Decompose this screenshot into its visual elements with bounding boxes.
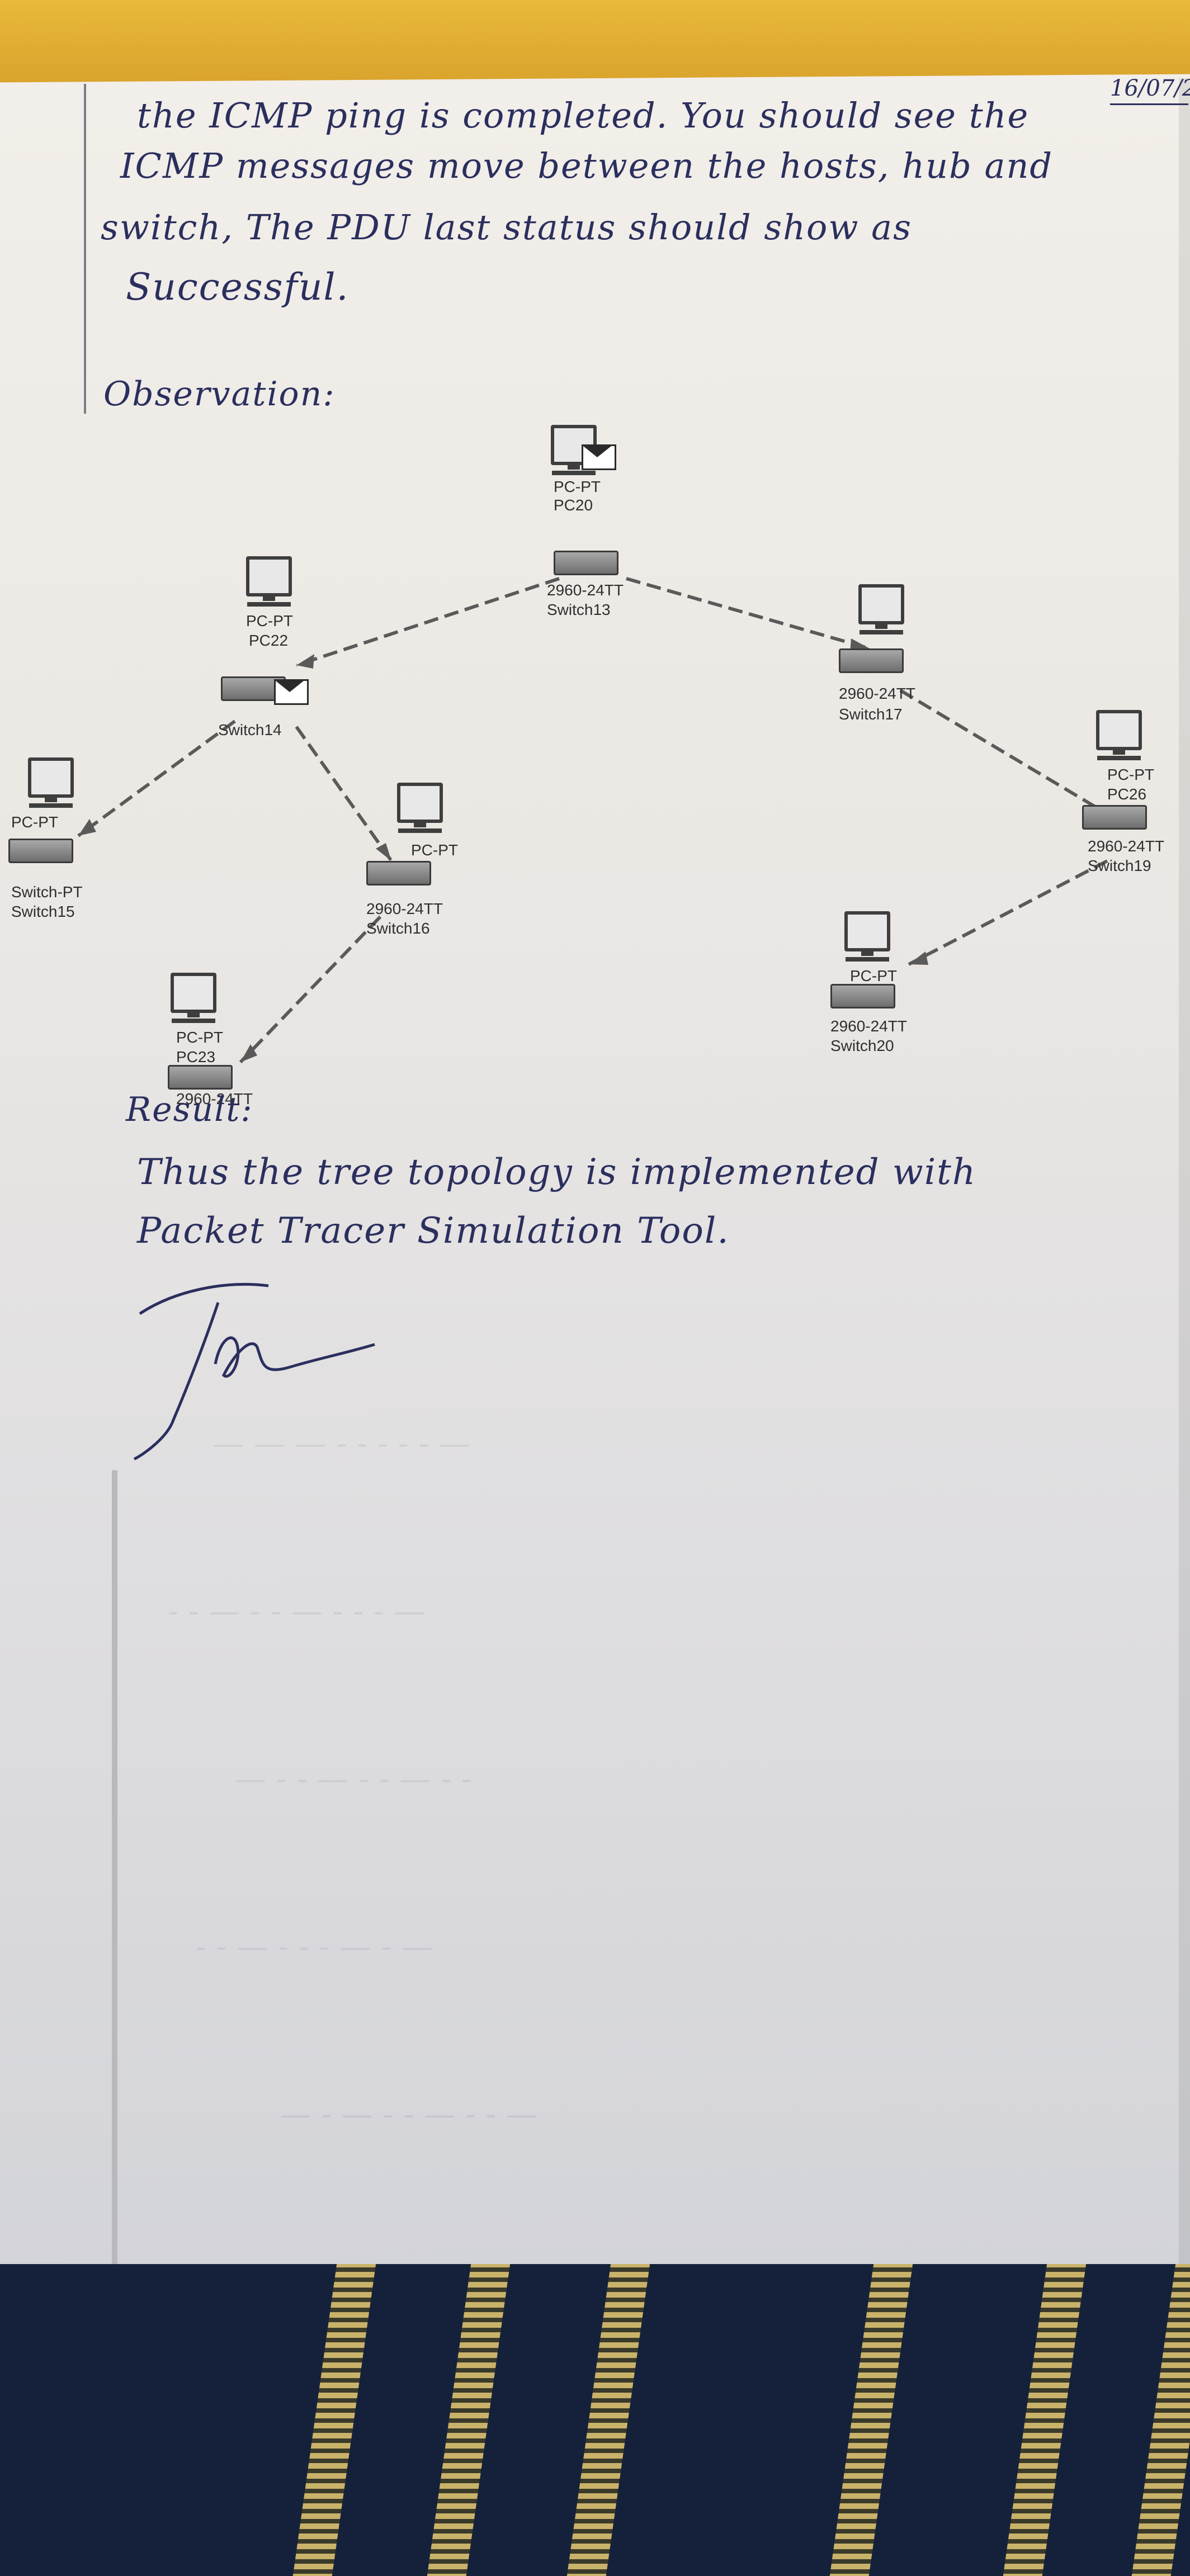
switch20-name-label: Switch20 [830, 1037, 894, 1054]
link-switch14-switch15 [77, 719, 236, 837]
fabric-stripe [563, 2264, 650, 2576]
pc-icon [1096, 710, 1142, 760]
arrowhead [78, 819, 96, 836]
switch-icon [839, 648, 904, 673]
show-through-text: - - — - - — - - - — [168, 1593, 426, 1630]
switch16-name-label: Switch16 [366, 920, 430, 937]
switch15-model-label: Switch-PT [11, 883, 83, 901]
link-switch14-switch16 [295, 726, 393, 862]
fabric-background [0, 2264, 1190, 2576]
pc24-type-label: PC-PT [11, 813, 58, 831]
link-switch13-switch14 [296, 577, 560, 667]
link-switch17-switch19 [899, 689, 1103, 812]
pc-icon [858, 584, 904, 634]
switch19-name-label: Switch19 [1088, 857, 1151, 874]
switch-icon [554, 551, 618, 575]
link-switch19-switch20 [908, 859, 1108, 966]
switch-icon [168, 1065, 233, 1090]
switch-icon [8, 839, 73, 863]
page-margin-line-lower [112, 1470, 117, 2264]
fabric-stripe [1128, 2264, 1190, 2576]
pc20-name-label: PC20 [554, 496, 593, 514]
pc-icon [171, 973, 216, 1023]
show-through-text: — - - — - - — - - [235, 1761, 472, 1797]
result-heading: Result: [126, 1090, 253, 1129]
switch-icon [1082, 805, 1147, 830]
result-line-1: Thus the tree topology is implemented wi… [137, 1152, 977, 1193]
pdu-envelope-icon [274, 679, 309, 705]
procedure-line-2: ICMP messages move between the hosts, hu… [120, 145, 1054, 186]
switch20-pc-type-label: PC-PT [850, 967, 897, 984]
pc-icon [397, 783, 443, 833]
result-line-2: Packet Tracer Simulation Tool. [137, 1210, 730, 1252]
pc-icon [28, 757, 74, 808]
switch-bottom-model-label: 2960-24TT [176, 1090, 253, 1107]
arrowhead [296, 654, 314, 669]
switch17-name-label: Switch17 [839, 705, 903, 723]
date-underline [1110, 103, 1188, 105]
switch20-model-label: 2960-24TT [830, 1017, 907, 1035]
link-switch16-switch-bottom [239, 915, 382, 1064]
switch15-name-label: Switch15 [11, 903, 75, 920]
fabric-stripe [826, 2264, 913, 2576]
switch-icon [366, 861, 431, 886]
page-margin-line [84, 84, 86, 414]
procedure-line-3: switch, The PDU last status should show … [101, 207, 912, 248]
switch16-model-label: 2960-24TT [366, 900, 443, 917]
arrowhead [240, 1044, 257, 1062]
procedure-line-1: the ICMP ping is completed. You should s… [137, 95, 1030, 136]
fabric-stripe [289, 2264, 376, 2576]
switch-icon [830, 984, 895, 1008]
pc20-type-label: PC-PT [554, 478, 601, 495]
show-through-text: — — — - - - - - — [212, 1426, 471, 1462]
procedure-line-4: Successful. [126, 266, 350, 309]
pc22-type-label: PC-PT [246, 612, 293, 629]
pc23-name-label: PC23 [176, 1048, 216, 1066]
arrowhead [909, 951, 928, 965]
pdu-envelope-icon [582, 444, 616, 470]
arrowhead [376, 843, 391, 861]
switch17-model-label: 2960-24TT [839, 685, 915, 702]
observation-heading: Observation: [103, 375, 336, 414]
topology-links [77, 577, 1108, 1064]
switch19-model-label: 2960-24TT [1088, 837, 1164, 855]
fabric-stripe [423, 2264, 511, 2576]
date-label: 16/07/2 [1110, 75, 1190, 101]
show-through-text: — - — - - — - - — [280, 2096, 538, 2133]
link-switch13-switch17 [626, 577, 870, 650]
switch13-name-label: Switch13 [547, 601, 611, 618]
page-shadow [1179, 78, 1190, 2270]
fabric-stripe [999, 2264, 1087, 2576]
pc26-type-label: PC-PT [1107, 766, 1154, 783]
show-through-text: - - — - - - — - — [196, 1929, 433, 1965]
pc22-name-label: PC22 [249, 632, 289, 649]
switch13-model-label: 2960-24TT [547, 581, 624, 599]
pc-icon [844, 911, 890, 962]
pc26-name-label: PC26 [1107, 785, 1147, 803]
pc-icon [246, 556, 292, 607]
pc25-type-label: PC-PT [411, 841, 458, 859]
pc23-type-label: PC-PT [176, 1029, 223, 1046]
signature-icon [133, 1282, 375, 1461]
switch14-name-label: Switch14 [218, 721, 282, 738]
